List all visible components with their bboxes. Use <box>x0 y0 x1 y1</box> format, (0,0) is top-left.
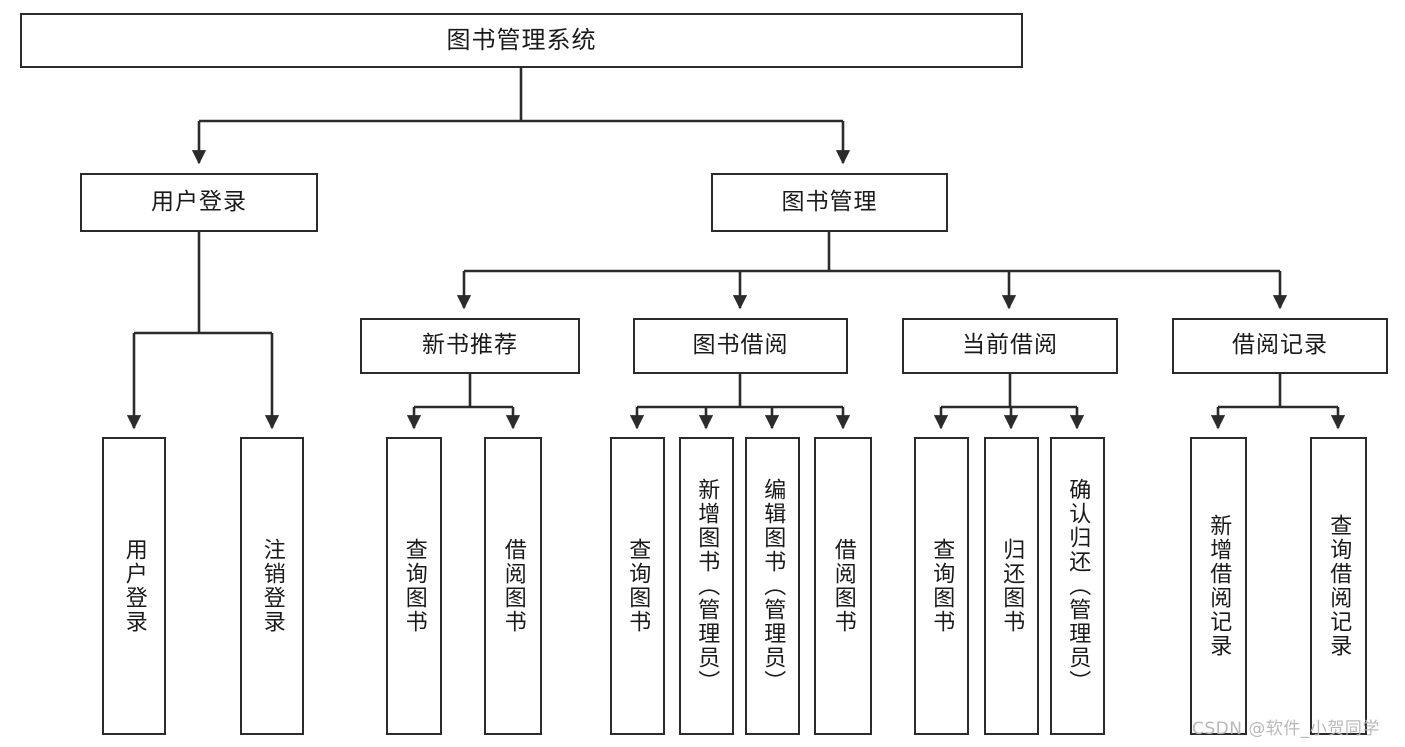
node-leaf-edit-book-admin[interactable]: 编辑图书（管理员） <box>745 437 800 735</box>
node-label: 新书推荐 <box>422 332 518 359</box>
node-leaf-borrow-book[interactable]: 借阅图书 <box>814 437 872 735</box>
node-label: 借阅图书 <box>500 538 526 634</box>
node-label: 归还图书 <box>999 538 1025 634</box>
node-leaf-add-book-admin[interactable]: 新增图书（管理员） <box>679 437 734 735</box>
node-leaf-borrow-book-recommend[interactable]: 借阅图书 <box>484 437 542 735</box>
node-label: 查询图书 <box>929 538 955 634</box>
node-leaf-add-borrow-record[interactable]: 新增借阅记录 <box>1190 437 1247 735</box>
node-label: 图书管理 <box>781 188 878 215</box>
node-label: 当前借阅 <box>962 332 1058 359</box>
node-label: 借阅记录 <box>1232 332 1328 359</box>
node-leaf-user-login[interactable]: 用户登录 <box>102 437 166 735</box>
node-leaf-query-book-current[interactable]: 查询图书 <box>914 437 969 735</box>
node-leaf-query-book-borrow[interactable]: 查询图书 <box>610 437 665 735</box>
node-root-label: 图书管理系统 <box>446 26 597 55</box>
csdn-watermark: CSDN @软件_小贺同学 <box>1192 719 1380 739</box>
node-label: 注销登录 <box>259 538 285 634</box>
node-label: 新增借阅记录 <box>1206 514 1232 658</box>
node-user-login[interactable]: 用户登录 <box>80 173 318 232</box>
node-book-management[interactable]: 图书管理 <box>711 173 948 232</box>
node-label: 查询图书 <box>625 538 651 634</box>
node-leaf-confirm-return-admin[interactable]: 确认归还（管理员） <box>1050 437 1105 735</box>
node-label: 借阅图书 <box>830 538 856 634</box>
node-label: 编辑图书（管理员） <box>760 478 786 694</box>
node-label: 用户登录 <box>151 188 247 215</box>
node-book-borrow[interactable]: 图书借阅 <box>633 318 848 374</box>
node-new-book-recommend[interactable]: 新书推荐 <box>360 318 580 374</box>
node-leaf-query-book-recommend[interactable]: 查询图书 <box>386 437 442 735</box>
node-leaf-logout[interactable]: 注销登录 <box>240 437 304 735</box>
node-borrow-record[interactable]: 借阅记录 <box>1172 318 1388 374</box>
node-label: 查询借阅记录 <box>1326 514 1352 658</box>
node-leaf-query-borrow-record[interactable]: 查询借阅记录 <box>1310 437 1367 735</box>
node-current-borrow[interactable]: 当前借阅 <box>902 318 1118 374</box>
node-root-system[interactable]: 图书管理系统 <box>20 13 1023 68</box>
node-leaf-return-book[interactable]: 归还图书 <box>984 437 1039 735</box>
node-label: 新增图书（管理员） <box>694 478 720 694</box>
node-label: 用户登录 <box>121 538 147 634</box>
node-label: 确认归还（管理员） <box>1065 478 1091 694</box>
node-label: 图书借阅 <box>692 332 789 359</box>
node-label: 查询图书 <box>401 538 427 634</box>
